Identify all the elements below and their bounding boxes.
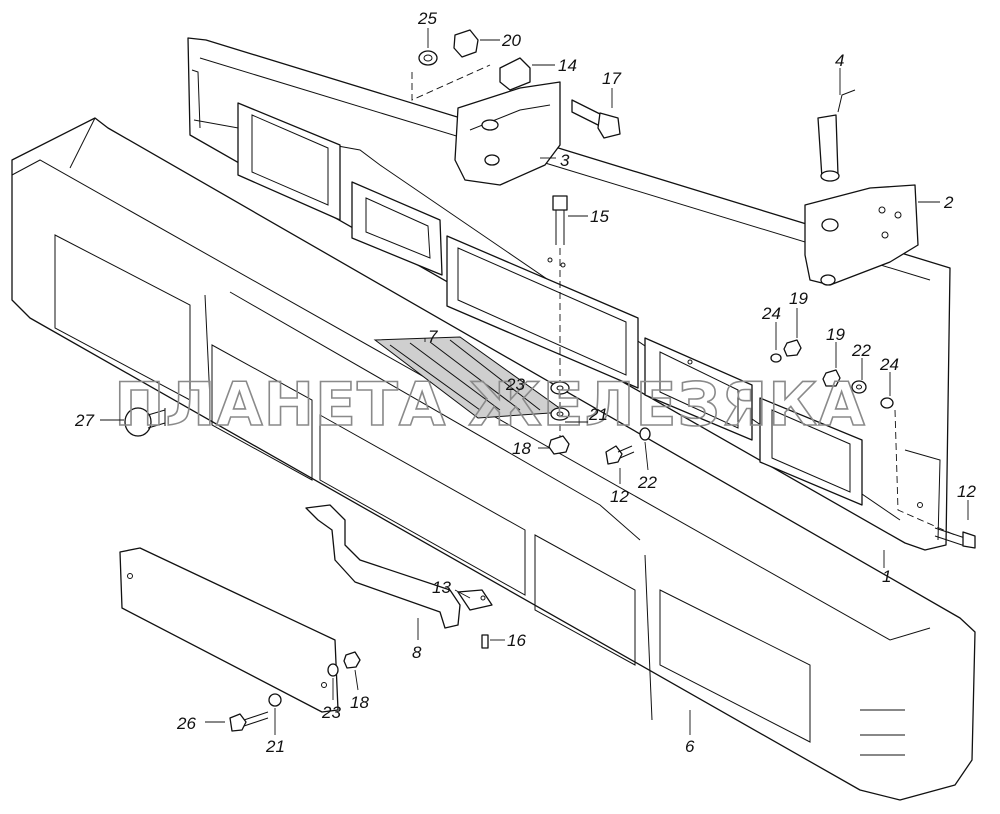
callout-23-center: 23 bbox=[505, 375, 525, 394]
bumper-beam bbox=[187, 37, 951, 551]
bolt-12-right bbox=[934, 527, 976, 549]
callout-24-right: 24 bbox=[879, 355, 899, 374]
bumper-cover bbox=[11, 117, 976, 801]
bracket-right bbox=[804, 184, 919, 286]
callout-22-right: 22 bbox=[851, 341, 871, 360]
watermark-text: ПЛАНЕТА ЖЕЛЕЗЯКА bbox=[114, 370, 866, 440]
callout-3: 3 bbox=[560, 151, 570, 170]
callout-8: 8 bbox=[412, 643, 422, 662]
plate-bracket bbox=[305, 504, 493, 649]
bolt-27 bbox=[124, 407, 166, 437]
callout-21-lower: 21 bbox=[265, 737, 285, 756]
callout-22-lower: 22 bbox=[637, 473, 657, 492]
callout-15: 15 bbox=[590, 207, 609, 226]
callout-2: 2 bbox=[943, 193, 954, 212]
bolt-12-lower bbox=[605, 427, 651, 465]
callout-25: 25 bbox=[417, 9, 437, 28]
fasteners-center bbox=[548, 195, 570, 455]
callout-20: 20 bbox=[501, 31, 521, 50]
callout-17: 17 bbox=[602, 69, 621, 88]
callout-13: 13 bbox=[432, 578, 451, 597]
callout-14: 14 bbox=[558, 56, 577, 75]
callout-4: 4 bbox=[835, 51, 844, 70]
callout-6: 6 bbox=[685, 737, 695, 756]
bracket-left bbox=[454, 57, 561, 186]
callout-27: 27 bbox=[74, 411, 94, 430]
callout-19-left: 19 bbox=[789, 289, 808, 308]
callout-7: 7 bbox=[428, 327, 438, 346]
callout-19-right: 19 bbox=[826, 325, 845, 344]
leader-lines bbox=[100, 28, 969, 735]
callout-24-left: 24 bbox=[761, 304, 781, 323]
callout-26: 26 bbox=[176, 714, 196, 733]
callout-21-center: 21 bbox=[588, 405, 608, 424]
callout-labels: 1 2 3 4 6 7 8 12 12 13 14 15 16 17 18 18… bbox=[74, 9, 976, 756]
callout-1: 1 bbox=[882, 567, 891, 586]
callout-18-lower: 18 bbox=[350, 693, 369, 712]
pin-4 bbox=[817, 89, 856, 182]
callout-18-center: 18 bbox=[512, 439, 531, 458]
washer-and-nut-top bbox=[411, 29, 491, 101]
callout-12-lower: 12 bbox=[610, 487, 629, 506]
callout-12-right: 12 bbox=[957, 482, 976, 501]
callout-16: 16 bbox=[507, 631, 526, 650]
fasteners-right bbox=[770, 339, 956, 536]
bolt-17 bbox=[571, 99, 621, 139]
callout-23-lower: 23 bbox=[321, 703, 341, 722]
license-plate bbox=[119, 547, 361, 732]
